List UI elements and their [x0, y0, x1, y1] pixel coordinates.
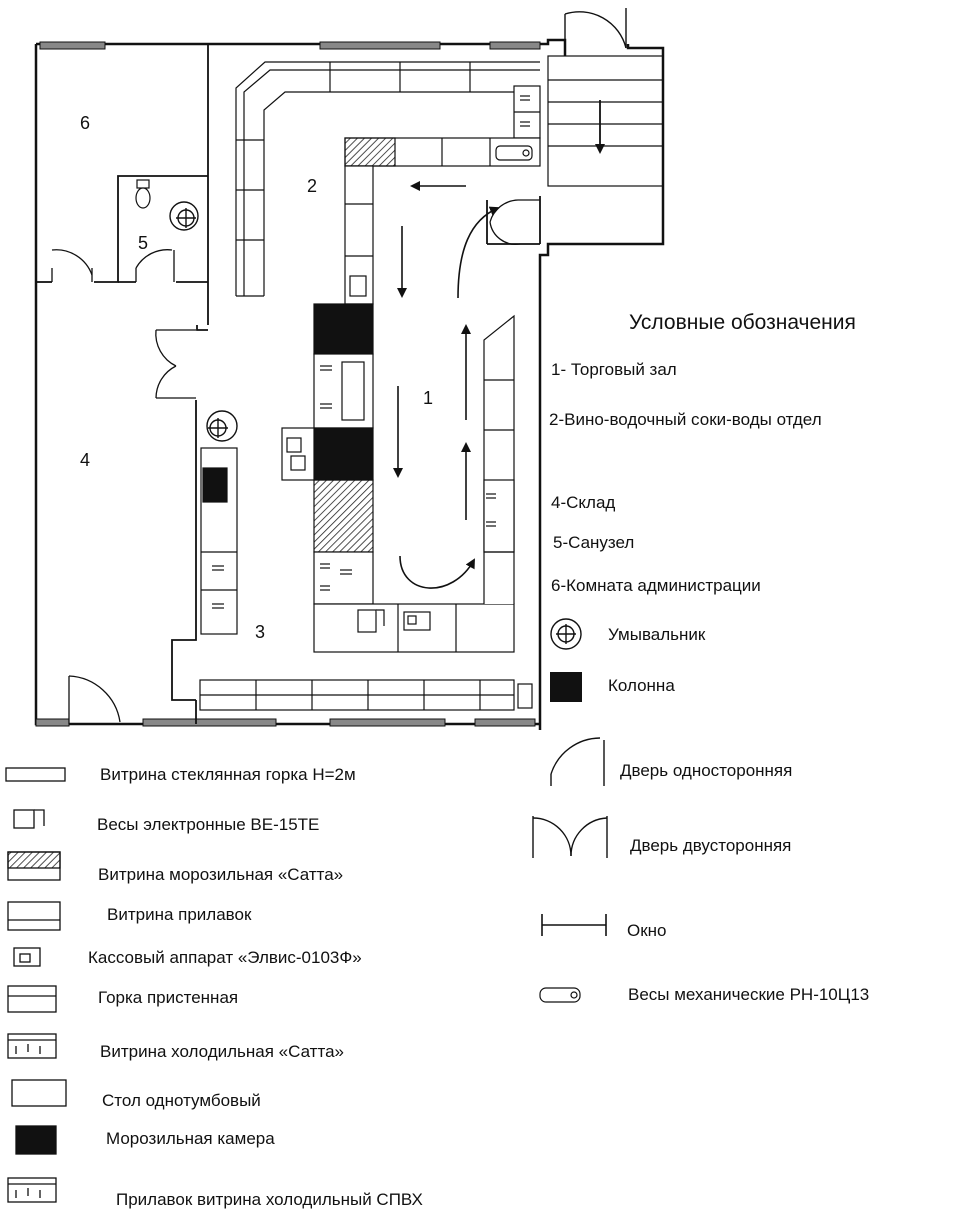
legend-door-single-label: Дверь односторонняя	[620, 761, 793, 780]
room-number-storage: 4	[80, 450, 91, 470]
legend-equip-counter-showcase: Витрина прилавок	[107, 905, 252, 924]
legend-room-5: 5-Санузел	[553, 533, 635, 552]
legend-door-double-label: Дверь двусторонняя	[630, 836, 792, 855]
central-counter-right	[483, 314, 515, 604]
legend-room-1: 1- Торговый зал	[551, 360, 677, 379]
legend-title: Условные обозначения	[629, 311, 856, 334]
legend-equip-wall-shelf: Горка пристенная	[98, 988, 239, 1007]
legend-room-6: 6-Комната администрации	[551, 576, 761, 595]
top-wall-shelves	[235, 61, 540, 297]
legend-equipment-symbols	[5, 767, 67, 1203]
legend-column-symbol	[550, 672, 582, 702]
customer-flow-arrows	[393, 181, 500, 589]
legend-equip-cash-register: Кассовый аппарат «Элвис-0103Ф»	[88, 948, 362, 967]
legend-window-label: Окно	[627, 921, 667, 940]
central-counter-top	[344, 137, 541, 167]
legend-equip-fridge-counter: Прилавок витрина холодильный СПВХ	[116, 1190, 423, 1209]
legend-equip-electronic-scale: Весы электронные ВЕ-15ТЕ	[97, 815, 320, 834]
legend-door-single-symbol	[550, 737, 605, 786]
legend-sink-label: Умывальник	[608, 625, 706, 644]
room-number-bathroom: 5	[138, 233, 149, 253]
legend-window-symbol	[541, 914, 607, 936]
interior-doors	[51, 199, 540, 724]
left-wall-equipment	[200, 447, 238, 635]
legend-column-label: Колонна	[608, 676, 675, 695]
legend-room-4: 4-Склад	[551, 493, 616, 512]
legend-scale-mech-label: Весы механические РН-10Ц13	[628, 985, 870, 1004]
legend-equip-freezer-chamber: Морозильная камера	[106, 1129, 275, 1148]
legend-door-double-symbol	[532, 816, 608, 858]
central-counter-left	[313, 165, 374, 605]
legend-sink-symbol	[550, 618, 582, 650]
toilet	[135, 179, 151, 209]
room-number-three: 3	[255, 622, 266, 642]
room-number-sales-hall: 1	[423, 388, 434, 408]
window-segments	[35, 41, 541, 727]
legend-scale-mech-symbol	[539, 987, 581, 1003]
legend-equip-fridge-showcase: Витрина холодильная «Сатта»	[100, 1042, 344, 1061]
interior-walls	[36, 44, 541, 724]
sink-bathroom	[169, 201, 199, 231]
room-number-admin: 6	[80, 113, 91, 133]
entrance-door	[564, 8, 627, 56]
central-counter-bottom	[313, 603, 515, 653]
bottom-wall-shelves	[199, 679, 533, 711]
legend-equip-freezer-showcase: Витрина морозильная «Сатта»	[98, 865, 344, 884]
sink-hall	[206, 410, 238, 442]
cash-desk	[281, 427, 315, 481]
legend-equip-table: Стол однотумбовый	[102, 1091, 261, 1110]
legend-equip-glass-showcase: Витрина стеклянная горка Н=2м	[100, 765, 356, 784]
legend-room-2: 2-Вино-водочный соки-воды отдел	[549, 410, 822, 429]
top-right-fridges	[513, 85, 541, 139]
room-number-wine-dept: 2	[307, 176, 318, 196]
entrance-stairs	[547, 55, 664, 187]
